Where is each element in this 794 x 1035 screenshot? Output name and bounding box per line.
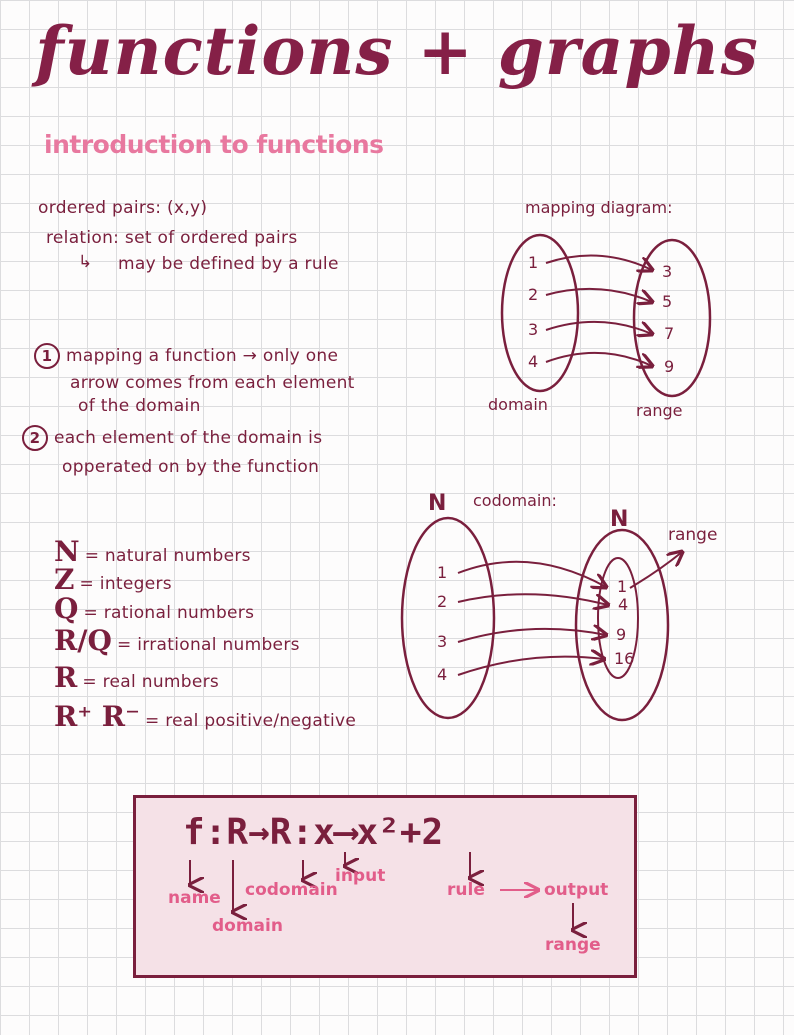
range-value: 3 [662,262,672,281]
codomain-range-label: range [668,525,717,545]
function-expression: f:R→R:x⟶x²+2 [183,812,443,853]
name-label: name [168,888,221,908]
mapping-arrow [545,287,652,302]
mapping-arrow [545,254,652,270]
domain-value: 2 [528,285,538,304]
codomain-symbol: R [269,812,292,853]
set-symbol: R⁺ R⁻ [54,700,140,733]
number-set-z: Z = integers [54,563,172,596]
right-set-label: N [610,507,628,532]
set-symbol: Z [54,563,75,596]
function-symbol: f [183,812,205,853]
set-symbol: R/Q [54,624,112,657]
function-notation-box [133,795,637,978]
number-badge: 2 [22,425,48,451]
domain-value: 1 [528,253,538,272]
number-set-q: Q = rational numbers [54,592,254,625]
left-set-label: N [428,491,446,516]
relation-note: relation: set of ordered pairs [46,228,298,248]
rule-label: rule [447,880,485,900]
mapping-arrow [545,320,652,334]
section-subtitle: introduction to functions [44,130,384,159]
point-1-line-1: mapping a function → only one [66,346,339,366]
domain-label: domain [212,916,283,936]
codomain-arrow [457,560,606,587]
codomain-label: codomain [245,880,338,900]
range-pointer-arrow [629,552,682,589]
domain-label: domain [488,395,548,414]
set-symbol: Q [54,592,79,625]
set-symbol: N [54,535,80,568]
number-set-irrational: R/Q = irrational numbers [54,624,300,657]
range-value: 5 [662,292,672,311]
set-symbol: R [54,661,78,694]
input-variable: x [313,812,335,853]
domain-value: 4 [528,352,538,371]
number-set-r-signed: R⁺ R⁻ = real positive/negative [54,700,356,733]
rule-note: may be defined by a rule [118,254,339,274]
colon: : [204,812,227,853]
number-set-n: N = natural numbers [54,535,251,568]
domain-value: 4 [437,665,447,684]
range-label: range [636,401,683,420]
domain-oval [500,233,580,393]
return-arrow-icon: ↳ [78,252,93,272]
domain-value: 1 [437,563,447,582]
domain-value: 3 [528,320,538,339]
page-title: functions + graphs [35,12,759,90]
domain-value: 3 [437,632,447,651]
set-description: = real positive/negative [144,711,357,731]
rule-expression: x²+2 [356,812,444,853]
ordered-pairs-note: ordered pairs: (x,y) [38,198,208,218]
point-2-line-2: opperated on by the function [62,457,320,477]
point-1-line-2: arrow comes from each element [70,373,355,393]
colon: : [291,812,314,853]
set-description: = irrational numbers [116,635,300,655]
range-value: 7 [664,324,674,343]
set-description: = integers [79,574,172,594]
right-set-oval [574,528,670,722]
set-description: = rational numbers [83,603,255,623]
codomain-arrow [457,657,604,676]
range-oval [632,238,712,398]
number-set-r: R = real numbers [54,661,219,694]
output-label: output [544,880,609,900]
mapping-title: mapping diagram: [525,198,672,217]
range-value: 1 [617,577,627,596]
domain-value: 2 [437,592,447,611]
left-set-oval [400,516,496,720]
codomain-arrow [457,593,608,605]
range-value: 9 [616,625,626,644]
codomain-title: codomain: [473,491,557,510]
right-arrow-icon: → [248,812,270,853]
set-description: = natural numbers [84,546,251,566]
range-value: 9 [664,357,674,376]
range-value: 4 [618,595,628,614]
range-value: 16 [614,649,634,668]
codomain-arrow [457,629,606,643]
range-label: range [545,935,601,955]
point-1-line-3: of the domain [78,396,201,416]
point-1: 1 mapping a function → only one [34,343,338,369]
number-badge: 1 [34,343,60,369]
set-description: = real numbers [82,672,220,692]
range-subset-oval [597,557,639,679]
long-arrow-icon: ⟶ [334,812,357,853]
input-label: input [335,866,386,886]
point-2: 2 each element of the domain is [22,425,322,451]
domain-symbol: R [226,812,249,853]
point-2-line-1: each element of the domain is [54,428,323,448]
mapping-arrow [545,351,652,366]
